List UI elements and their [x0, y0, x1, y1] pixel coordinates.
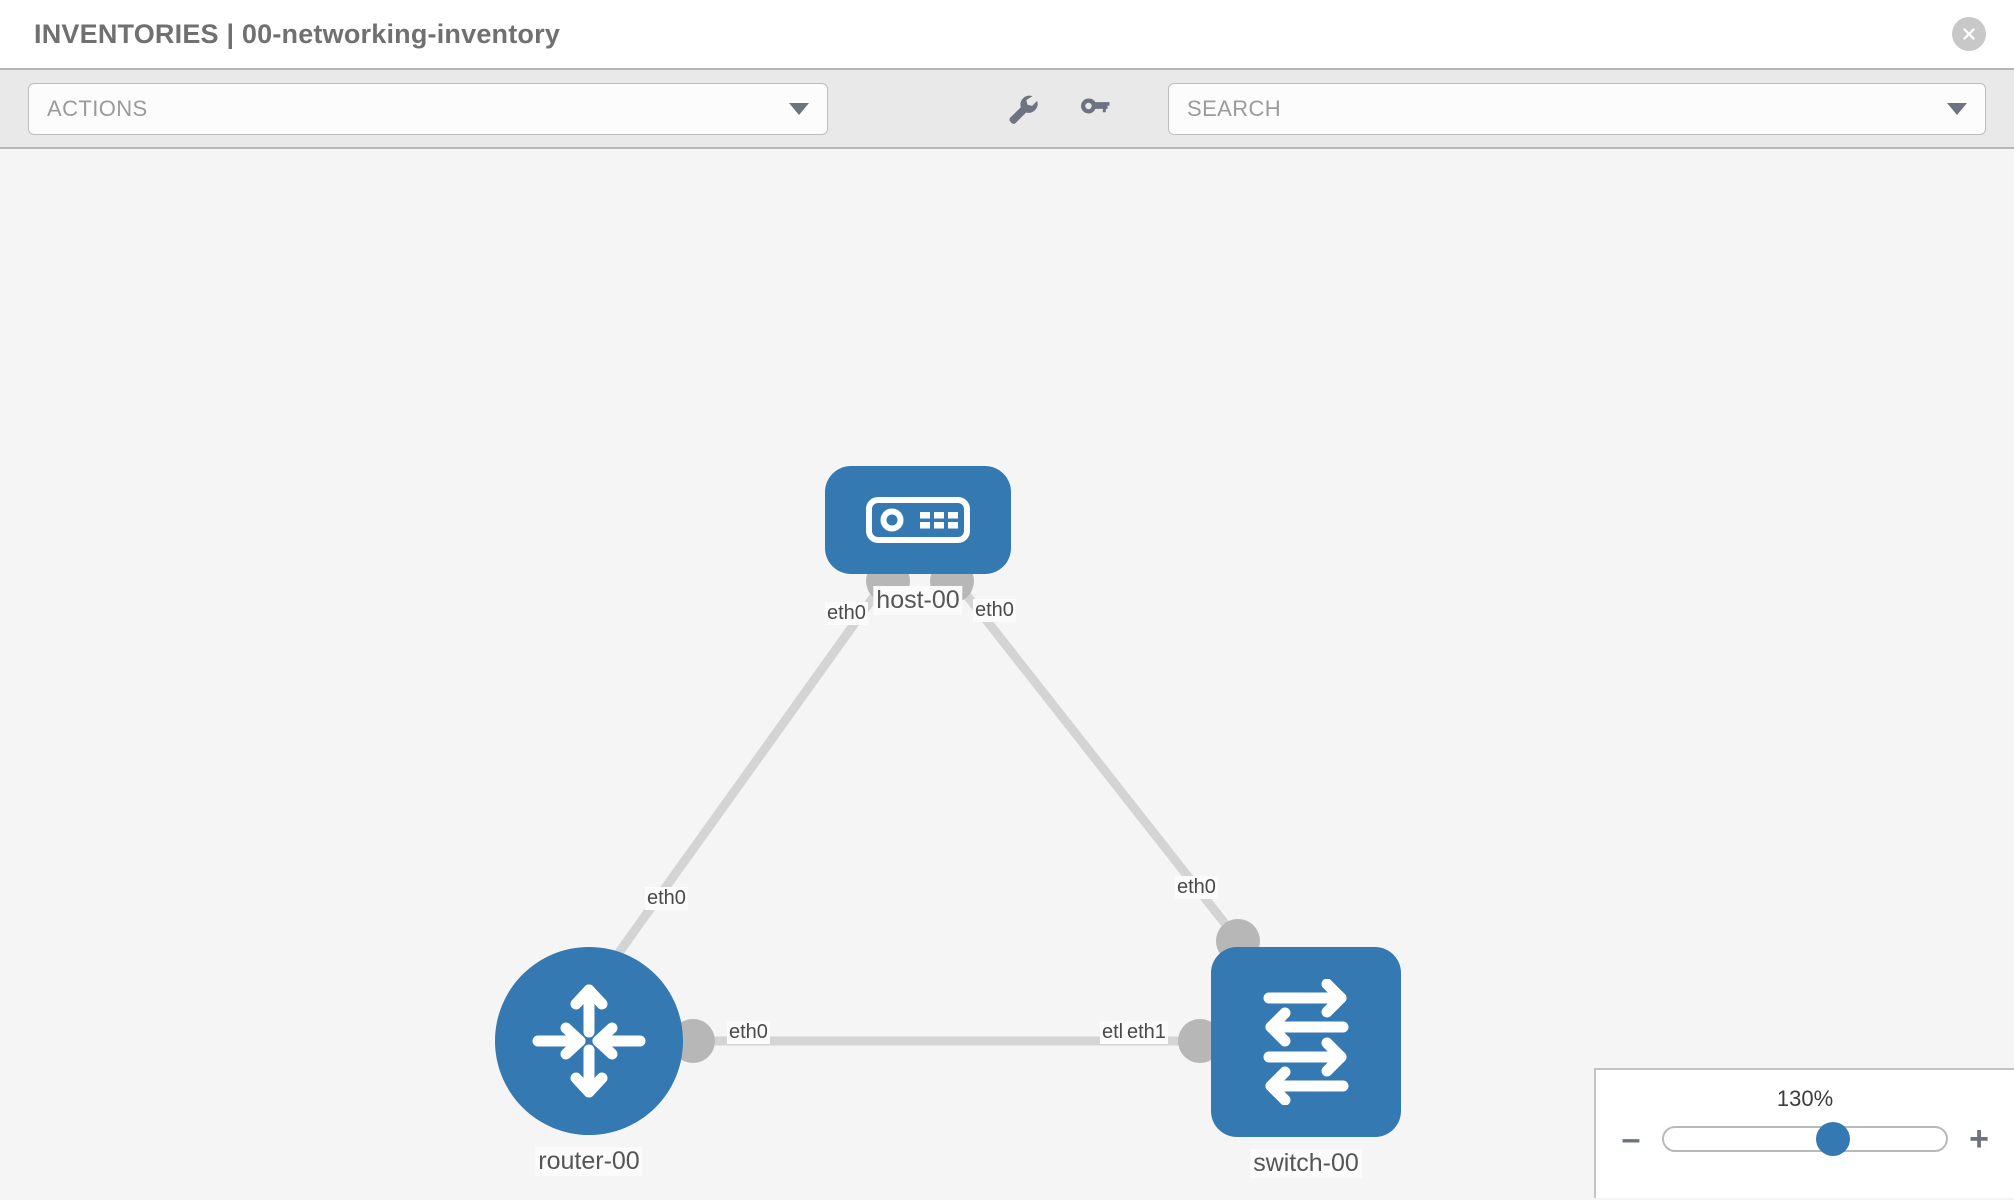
close-icon — [1963, 28, 1975, 40]
actions-dropdown[interactable]: ACTIONS — [28, 82, 828, 135]
node-switch-00[interactable]: switch-00 — [1211, 947, 1401, 1178]
iface-label-switch-left: eth1 — [1125, 1021, 1168, 1044]
host-node-shape[interactable] — [825, 466, 1011, 574]
page-header: INVENTORIES | 00-networking-inventory — [0, 0, 2014, 68]
node-label-router-00: router-00 — [535, 1147, 643, 1176]
topology-links — [596, 559, 1260, 1063]
search-input[interactable]: SEARCH — [1187, 95, 1282, 121]
zoom-slider-track[interactable] — [1662, 1122, 1948, 1156]
topology-canvas[interactable]: host-00 eth0 eth0 — [0, 149, 2014, 1198]
zoom-out-button[interactable]: – — [1621, 1120, 1641, 1158]
iface-label-switch-left-overlap: etl — [1100, 1021, 1126, 1044]
iface-label-router-up: eth0 — [645, 887, 688, 910]
key-icon[interactable] — [1076, 91, 1112, 127]
server-appliance-icon — [866, 497, 970, 543]
switch-arrows-icon — [1263, 979, 1349, 1105]
router-arrows-icon — [532, 984, 646, 1098]
node-label-switch-00: switch-00 — [1250, 1149, 1362, 1178]
chevron-down-icon — [789, 102, 809, 115]
zoom-slider-row: – + — [1596, 1122, 2014, 1156]
iface-label-switch-up: eth0 — [1175, 876, 1218, 899]
zoom-slider-thumb[interactable] — [1816, 1122, 1851, 1156]
wrench-icon[interactable] — [1004, 91, 1040, 127]
zoom-control-panel: 130% – + — [1594, 1068, 2014, 1198]
actions-dropdown-label: ACTIONS — [47, 95, 148, 121]
zoom-level-label: 130% — [1776, 1086, 1834, 1111]
switch-node-shape[interactable] — [1211, 947, 1401, 1137]
close-button[interactable] — [1952, 17, 1986, 51]
chevron-down-icon — [1947, 102, 1967, 115]
page-title: INVENTORIES | 00-networking-inventory — [34, 18, 561, 49]
toolbar: ACTIONS SEARCH — [0, 68, 2014, 149]
iface-label-host-left: eth0 — [825, 602, 868, 625]
node-label-host-00: host-00 — [873, 586, 963, 615]
search-dropdown[interactable]: SEARCH — [1168, 82, 1986, 135]
iface-label-host-right: eth0 — [973, 599, 1016, 622]
node-host-00[interactable]: host-00 — [825, 466, 1011, 615]
zoom-in-button[interactable]: + — [1969, 1120, 1989, 1158]
toolbar-icon-group — [1004, 91, 1112, 127]
router-node-shape[interactable] — [495, 947, 683, 1135]
node-router-00[interactable]: router-00 — [495, 947, 683, 1176]
iface-label-router-right: eth0 — [727, 1021, 770, 1044]
